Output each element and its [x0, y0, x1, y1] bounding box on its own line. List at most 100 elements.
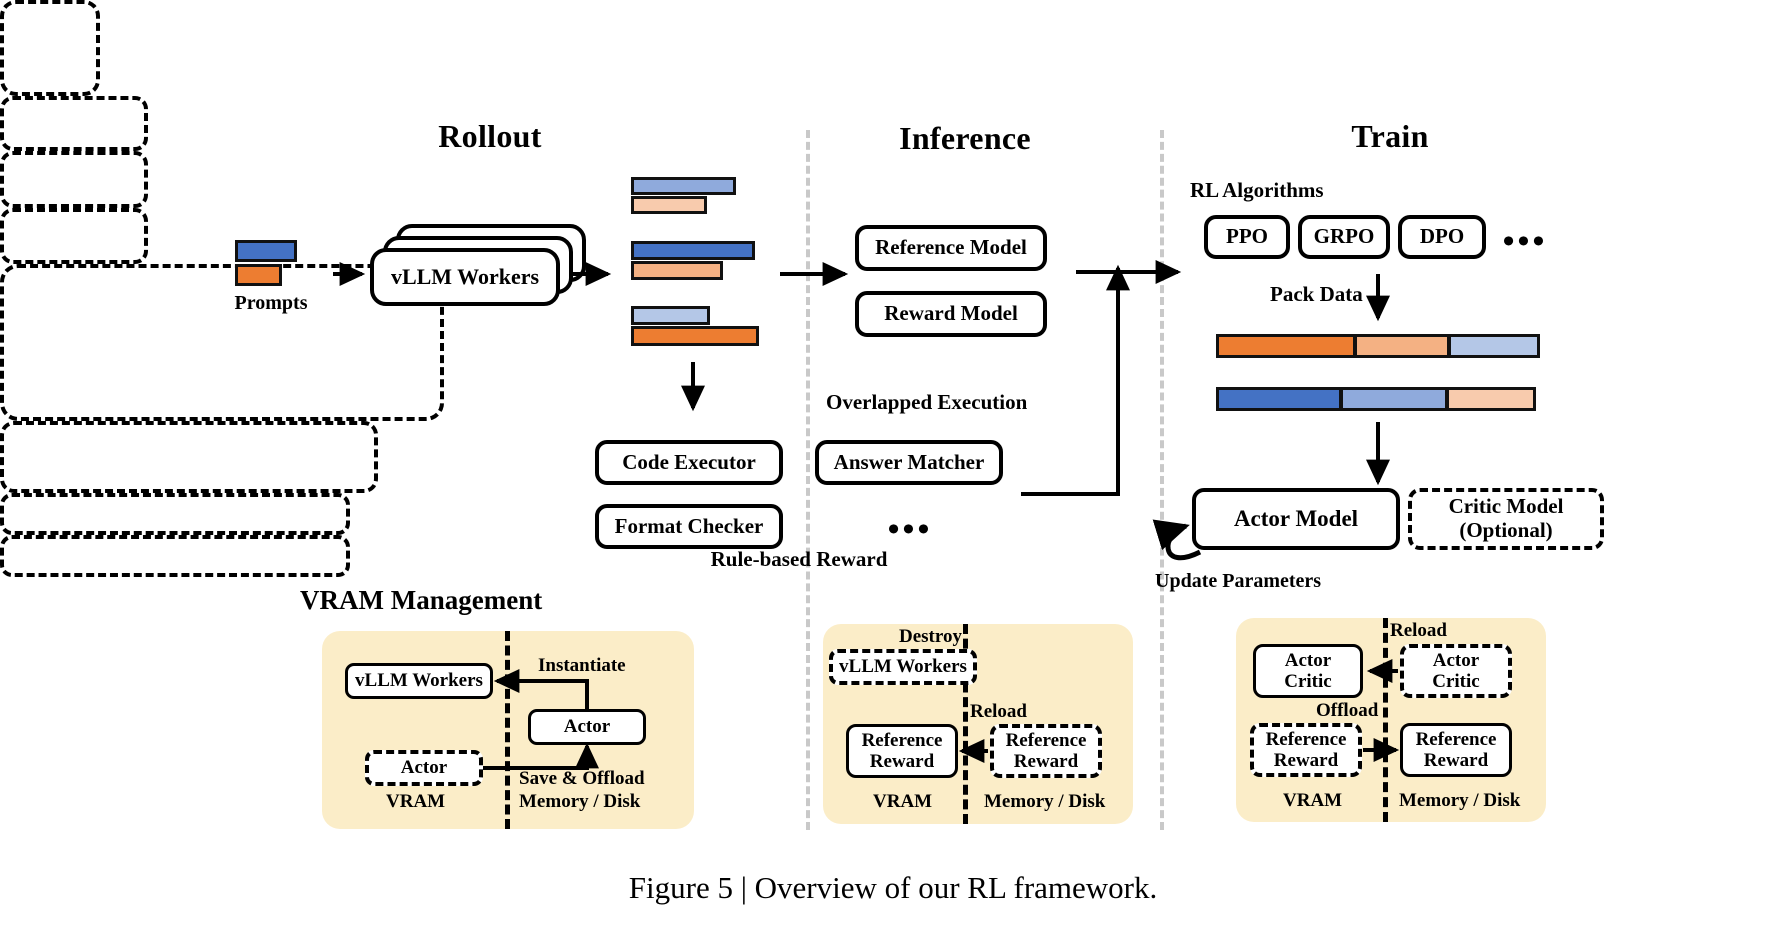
vram-rollout-edge-save-offload: Save & Offload	[519, 768, 645, 789]
vram-panel-train-split	[1383, 618, 1388, 822]
vram-train-left-label: VRAM	[1283, 790, 1343, 811]
rollout-output-0-bar-0	[631, 177, 736, 195]
actor-model-label: Actor Model	[1233, 506, 1359, 532]
vram-train-edge-offload: Offload	[1316, 700, 1379, 721]
node-label-line1: Reference	[1415, 728, 1497, 750]
packed-sequence-box-1[interactable]	[0, 535, 350, 577]
vram-rollout-vllm-workers[interactable]: vLLM Workers	[345, 663, 493, 699]
rollout-output-0-bar-1	[631, 196, 707, 214]
rule-based-reward-group[interactable]	[0, 264, 444, 421]
pack-data-label: Pack Data	[1270, 282, 1363, 306]
vllm-workers-card-front[interactable]: vLLM Workers	[370, 248, 560, 306]
reference-model-box[interactable]: Reference Model	[855, 225, 1047, 271]
packed-seq-1-segment-2	[1446, 387, 1536, 411]
rollout-output-2-bar-1	[631, 326, 759, 346]
critic-model-box[interactable]: Critic Model (Optional)	[1408, 488, 1604, 550]
prompts-box[interactable]	[0, 0, 100, 96]
overlapped-execution-label: Overlapped Execution	[826, 390, 1028, 414]
vram-rollout-actor-vram[interactable]: Actor	[365, 750, 483, 786]
packed-seq-0-segment-2	[1448, 334, 1540, 358]
vram-inference-right-label: Memory / Disk	[984, 791, 1106, 812]
reward-item-format-checker[interactable]: Format Checker	[595, 504, 783, 549]
vram-train-edge-reload: Reload	[1390, 620, 1447, 641]
critic-model-line2: (Optional)	[1459, 518, 1553, 542]
vram-panel-inference-split	[963, 624, 968, 824]
prompt-bar-0	[235, 240, 297, 262]
vram-inference-reference-reward-vram[interactable]: Reference Reward	[846, 724, 958, 778]
vram-train-actor-critic-vram[interactable]: Actor Critic	[1253, 644, 1363, 698]
algorithm-label: PPO	[1226, 224, 1268, 249]
packed-seq-1-segment-0	[1216, 387, 1342, 411]
algorithm-label: DPO	[1419, 224, 1465, 249]
figure-caption: Figure 5 | Overview of our RL framework.	[628, 870, 1158, 905]
node-label: vLLM Workers	[355, 670, 483, 692]
node-label-line1: Actor	[1432, 649, 1480, 671]
vram-inference-vllm-workers[interactable]: vLLM Workers	[829, 649, 977, 685]
stage-separator-inference-train	[1160, 130, 1164, 830]
algorithm-dpo[interactable]: DPO	[1398, 215, 1486, 259]
update-parameters-label: Update Parameters	[1155, 570, 1322, 592]
vram-rollout-edge-instantiate: Instantiate	[538, 655, 626, 676]
node-label: Actor	[563, 716, 611, 738]
actor-model-box[interactable]: Actor Model	[1192, 488, 1400, 550]
algorithm-label: GRPO	[1313, 224, 1375, 249]
node-label-line1: Reference	[861, 729, 943, 751]
vram-panel-rollout-split	[505, 631, 510, 829]
algorithm-ppo[interactable]: PPO	[1204, 215, 1290, 259]
rollout-output-box-1[interactable]	[0, 151, 148, 208]
node-label-line1: Reference	[1005, 729, 1087, 751]
algorithm-grpo[interactable]: GRPO	[1298, 215, 1390, 259]
vram-inference-left-label: VRAM	[873, 791, 933, 812]
node-label-line2: Reward	[1013, 751, 1079, 772]
reward-item-answer-matcher[interactable]: Answer Matcher	[815, 440, 1003, 485]
algorithms-ellipsis: •••	[1502, 223, 1548, 260]
rollout-output-2-bar-0	[631, 306, 710, 325]
stage-title-train: Train	[1351, 118, 1429, 154]
reward-items-ellipsis: •••	[887, 511, 933, 548]
node-label-line2: Reward	[1273, 750, 1339, 771]
rl-algorithms-group[interactable]	[0, 421, 378, 493]
rollout-output-1-bar-0	[631, 241, 755, 260]
vram-train-reference-reward-vram[interactable]: Reference Reward	[1250, 723, 1362, 777]
node-label-line1: Reference	[1265, 728, 1347, 750]
reward-model-box[interactable]: Reward Model	[855, 291, 1047, 337]
vram-train-right-label: Memory / Disk	[1399, 790, 1521, 811]
vram-inference-edge-reload: Reload	[970, 701, 1027, 722]
node-label-line1: Actor	[1284, 649, 1332, 671]
critic-model-line1: Critic Model	[1448, 494, 1564, 519]
packed-seq-0-segment-1	[1354, 334, 1450, 358]
reward-model-label: Reward Model	[884, 301, 1018, 326]
rule-based-reward-label: Rule-based Reward	[710, 547, 888, 571]
node-label: Actor	[400, 757, 448, 779]
vllm-workers-stack[interactable]: vLLM Workers	[370, 224, 590, 314]
node-label-line2: Critic	[1432, 671, 1480, 692]
node-label-line2: Reward	[1423, 750, 1489, 771]
vram-rollout-left-label: VRAM	[386, 791, 446, 812]
node-label: vLLM Workers	[839, 656, 967, 678]
vram-rollout-right-label: Memory / Disk	[519, 791, 641, 812]
node-label-line2: Reward	[869, 751, 935, 772]
vram-inference-edge-destroy: Destroy	[899, 626, 962, 647]
vram-inference-reference-reward-memory[interactable]: Reference Reward	[990, 724, 1102, 778]
packed-sequence-box-0[interactable]	[0, 493, 350, 535]
rl-algorithms-label: RL Algorithms	[1190, 178, 1324, 202]
vram-train-reference-reward-memory[interactable]: Reference Reward	[1400, 723, 1512, 777]
vllm-workers-label: vLLM Workers	[390, 264, 540, 289]
stage-separator-rollout-inference	[806, 130, 810, 830]
vram-management-title: VRAM Management	[300, 585, 543, 615]
reward-item-label: Format Checker	[614, 513, 764, 538]
vram-train-actor-critic-memory[interactable]: Actor Critic	[1400, 644, 1512, 698]
stage-title-inference: Inference	[899, 120, 1031, 156]
packed-seq-1-segment-1	[1340, 387, 1448, 411]
packed-seq-0-segment-0	[1216, 334, 1356, 358]
rollout-output-box-2[interactable]	[0, 208, 148, 264]
vram-rollout-actor-memory[interactable]: Actor	[528, 709, 646, 745]
reference-model-label: Reference Model	[875, 235, 1027, 260]
rollout-output-box-0[interactable]	[0, 96, 148, 151]
node-label-line2: Critic	[1284, 671, 1332, 692]
reward-item-label: Code Executor	[622, 449, 756, 474]
reward-item-label: Answer Matcher	[833, 449, 985, 474]
reward-item-code-executor[interactable]: Code Executor	[595, 440, 783, 485]
prompt-bar-1	[235, 264, 282, 286]
stage-title-rollout: Rollout	[438, 118, 542, 154]
